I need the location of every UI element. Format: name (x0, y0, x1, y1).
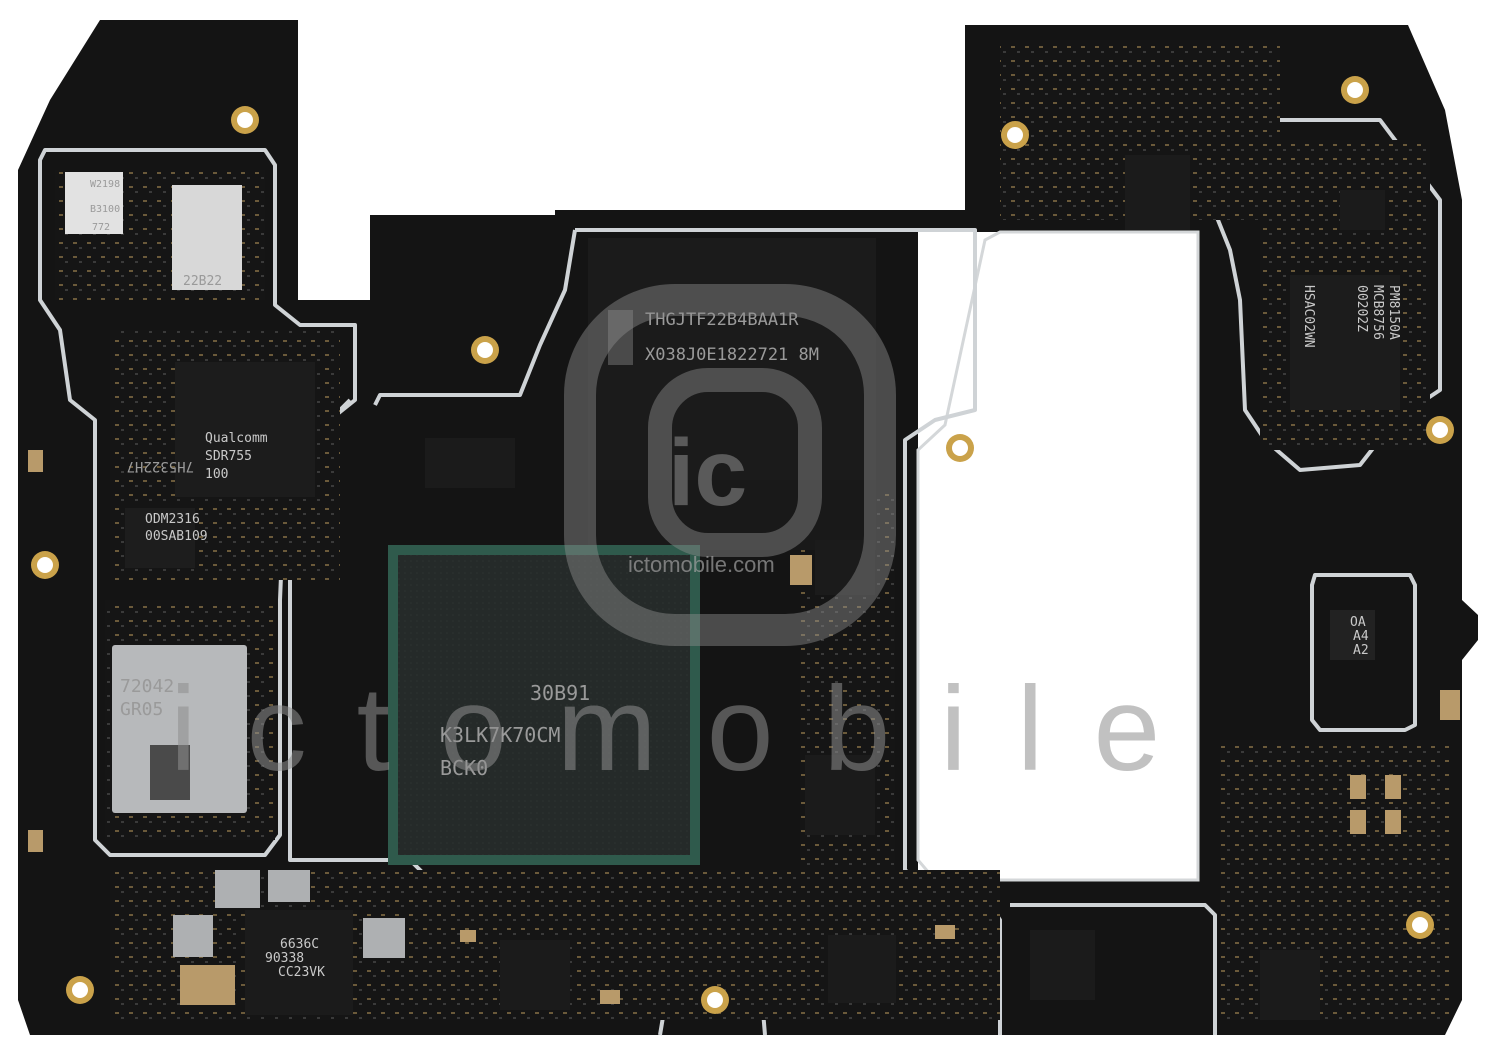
memory-chip-lower (588, 480, 876, 550)
sensor-chip (1330, 610, 1375, 660)
soc-label-3: BCK0 (440, 756, 488, 780)
small-mid-chip-label-1: ODM2316 (145, 512, 200, 527)
pmic-right-label-1: PM8150A (1386, 285, 1401, 340)
component-field-right-bottom (1220, 740, 1450, 1020)
rf-module-qr (150, 745, 190, 800)
soc-label-1: 30B91 (530, 681, 590, 705)
small-chip-top-label-2: B3100 (90, 204, 120, 215)
rf-module-label-2: GR05 (120, 699, 163, 720)
sensor-label-2: A4 (1353, 629, 1369, 644)
transceiver-chip (175, 362, 315, 497)
rf-module (112, 645, 247, 813)
watermark-url: ictomobile.com (628, 552, 775, 577)
sensor-label-1: OA (1350, 615, 1366, 630)
cutout-edge (916, 230, 1200, 882)
pmic-left-chip (245, 910, 353, 1015)
small-mid-chip (125, 508, 195, 568)
sensor-label-3: A2 (1353, 643, 1369, 658)
pmic-right-label-3: 00202Z (1354, 285, 1369, 332)
watermark: ic ictomobile.com ictomobile (170, 284, 1210, 796)
small-chip-top-label-1: W2198 (90, 179, 120, 190)
memory-chip (588, 238, 876, 480)
small-rf-chip-label: 22B22 (183, 274, 222, 289)
small-chip-top-label-3: 772 (92, 222, 110, 233)
pmic-right-label-2: MCB8756 (1370, 285, 1385, 340)
soc-die (398, 555, 690, 855)
pmic-left-label-3: CC23VK (278, 965, 325, 980)
watermark-logo: ic (668, 420, 747, 526)
small-mid-chip-label-2: 00SAB109 (145, 529, 208, 544)
memory-chip-label-1: THGJTF22B4BAA1R (645, 310, 799, 330)
pmic-right-chip (1290, 275, 1400, 410)
inductors (173, 870, 405, 958)
pmic-left-label-2: 90338 (265, 951, 304, 966)
capacitors (28, 450, 1460, 1005)
transceiver-label-2: SDR755 (205, 449, 252, 464)
transceiver-label-3: 100 (205, 467, 228, 482)
small-chip-top (65, 172, 123, 234)
memory-chip-label-2: X038J0E1822721 8M (645, 345, 819, 365)
memory-chip-logo (608, 310, 633, 365)
mounting-holes (31, 76, 1454, 1014)
misc-ics (425, 155, 1385, 1020)
pmic-right-label-4: HSAC02WN (1301, 285, 1316, 348)
watermark-brand: ictomobile (170, 662, 1210, 796)
pmic-left-label-1: 6636C (280, 937, 319, 952)
soc-label-2: K3LK7K70CM (440, 723, 560, 747)
transceiver-label-1: 7H5322H7 (127, 458, 194, 474)
small-rf-chip (172, 185, 242, 290)
rf-module-label-1: 72042 (120, 676, 174, 697)
transceiver-label-4: Qualcomm (205, 431, 268, 446)
